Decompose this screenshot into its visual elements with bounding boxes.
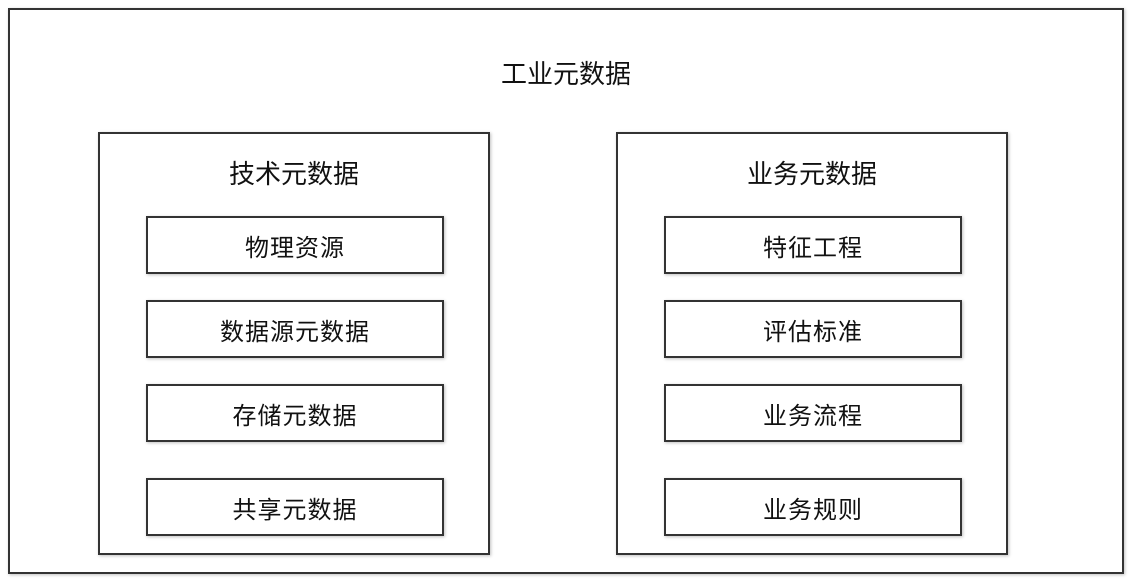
business-process-box: 业务流程 [664, 384, 962, 442]
technical-metadata-panel: 技术元数据 物理资源 数据源元数据 存储元数据 共享元数据 [98, 132, 490, 555]
feature-engineering-box: 特征工程 [664, 216, 962, 274]
business-metadata-panel: 业务元数据 特征工程 评估标准 业务流程 业务规则 [616, 132, 1008, 555]
evaluation-criteria-box: 评估标准 [664, 300, 962, 358]
diagram-title: 工业元数据 [500, 60, 631, 90]
shared-metadata-box: 共享元数据 [146, 478, 444, 536]
datasource-metadata-box: 数据源元数据 [146, 300, 444, 358]
business-metadata-title: 业务元数据 [746, 160, 877, 190]
industrial-metadata-container: 工业元数据 技术元数据 物理资源 数据源元数据 存储元数据 共享元数据 业务元数… [8, 8, 1124, 574]
technical-metadata-title: 技术元数据 [228, 160, 359, 190]
physical-resources-box: 物理资源 [146, 216, 444, 274]
storage-metadata-box: 存储元数据 [146, 384, 444, 442]
business-rules-box: 业务规则 [664, 478, 962, 536]
